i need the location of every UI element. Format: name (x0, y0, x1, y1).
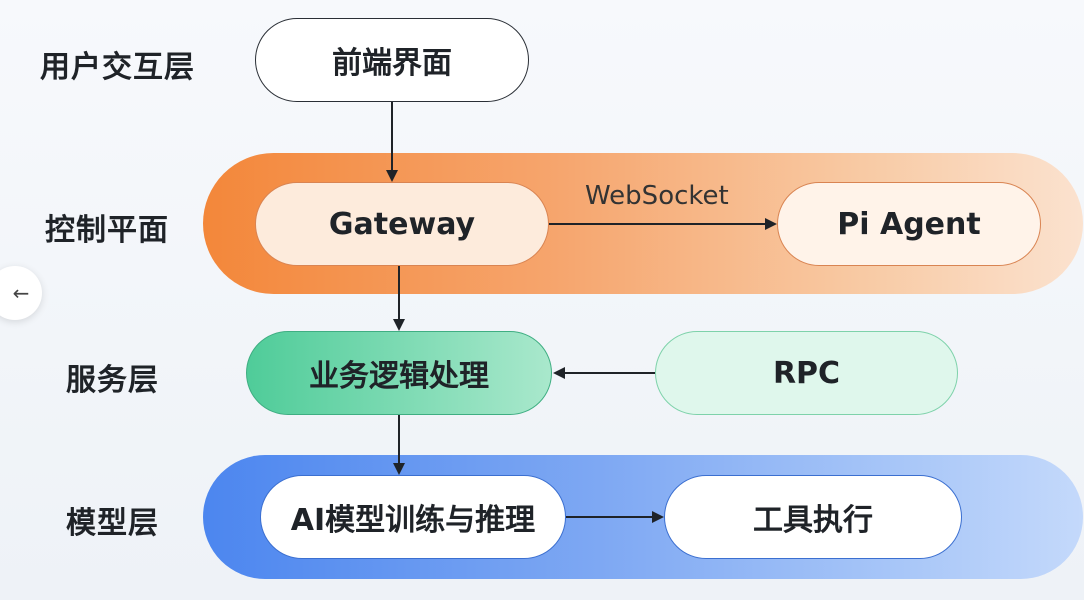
node-frontend: 前端界面 (255, 18, 529, 102)
node-ai-model: AI模型训练与推理 (260, 475, 566, 559)
layer-label-ui: 用户交互层 (40, 50, 195, 85)
back-arrow-button[interactable]: ← (0, 266, 42, 320)
arrow-left-icon: ← (12, 281, 30, 305)
layer-label-service: 服务层 (66, 363, 159, 398)
layer-label-control: 控制平面 (45, 213, 169, 248)
layer-label-model: 模型层 (66, 506, 159, 541)
node-business-logic: 业务逻辑处理 (246, 331, 552, 415)
edge-label-websocket: WebSocket (585, 181, 729, 211)
node-tool-exec: 工具执行 (664, 475, 962, 559)
node-gateway: Gateway (255, 182, 549, 266)
node-pi-agent: Pi Agent (777, 182, 1041, 266)
node-rpc: RPC (655, 331, 958, 415)
